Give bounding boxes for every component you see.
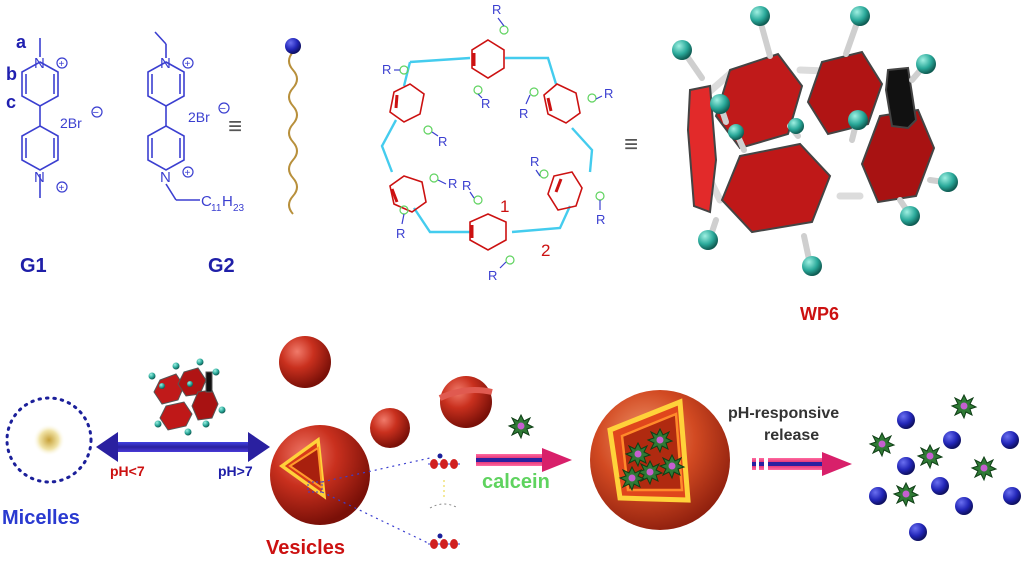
wp6-r-4: R (604, 86, 613, 101)
g1-label: G1 (20, 255, 47, 277)
g1-atom-c: c (6, 92, 16, 112)
vesicle-sphere-3 (438, 376, 493, 428)
g1-structure (21, 38, 68, 198)
wp6-r-5: R (530, 154, 539, 169)
g2-counterion: 2Br (188, 109, 210, 125)
g1-counterion-charge: − (93, 107, 99, 119)
g1-atom-b: b (6, 64, 17, 84)
wp6-small-model-icon (148, 358, 226, 436)
g2-chain-h-sub: 23 (233, 203, 245, 214)
g2-n-bottom: N (160, 169, 171, 186)
wp6-r-6: R (596, 212, 605, 227)
wp6-r-11: R (382, 62, 391, 77)
g2-plus-bottom: + (185, 168, 191, 179)
wp6-r-7: R (488, 268, 497, 283)
calcein-star-icon (508, 414, 534, 439)
base-label: pH>7 (218, 463, 253, 479)
calcein-arrow (476, 448, 572, 472)
bilayer-detail-top (428, 453, 460, 469)
equiv-symbol-2: ≡ (624, 131, 638, 158)
g2-chain-h: H (222, 193, 233, 210)
wp6-r-3: R (519, 106, 528, 121)
bilayer-detail-middle (429, 480, 459, 509)
ph-equilibrium-arrow (96, 432, 270, 462)
g2-structure (147, 31, 200, 201)
release-label-line2: release (764, 427, 819, 444)
wp6-r-1: R (492, 2, 501, 17)
loaded-vesicle-icon (590, 390, 730, 530)
released-products (869, 394, 1021, 541)
micelle-icon (5, 396, 93, 484)
g2-chain-c-sub: 11 (211, 203, 222, 214)
release-arrow (752, 452, 852, 476)
g1-counterion: 2Br (60, 115, 82, 131)
g2-chain-c: C (201, 193, 212, 210)
amphiphile-icon (285, 38, 301, 215)
g1-n-bottom: N (34, 169, 45, 186)
wp6-structure: R R R R R R R R R R R R 1 2 (380, 2, 613, 283)
vesicles-label: Vesicles (266, 537, 345, 559)
wp6-r-12: R (438, 134, 447, 149)
g2-label: G2 (208, 255, 235, 277)
vesicle-sphere-1 (279, 336, 331, 388)
release-label-line1: pH-responsive (728, 405, 839, 422)
g1-n-top: N (34, 55, 45, 72)
acid-label: pH<7 (110, 463, 145, 479)
g2-n-top: N (160, 55, 171, 72)
calcein-label: calcein (482, 471, 550, 493)
wp6-r-2: R (481, 96, 490, 111)
vesicle-icon (270, 425, 370, 525)
wp6-r-8: R (462, 178, 471, 193)
wp6-r-10: R (396, 226, 405, 241)
wp6-r-9: R (448, 176, 457, 191)
vesicle-sphere-2 (370, 408, 410, 448)
wp6-index-1: 1 (500, 197, 509, 216)
micelles-label: Micelles (2, 507, 80, 529)
wp6-index-2: 2 (541, 241, 550, 260)
wp6-3d-model-icon (672, 6, 958, 276)
zoom-lines (321, 457, 431, 545)
g1-atom-a: a (16, 32, 27, 52)
bilayer-detail-bottom (428, 533, 460, 549)
g2-counterion-charge: − (220, 103, 226, 115)
equiv-symbol-1: ≡ (228, 113, 242, 140)
g1-plus-bottom: + (59, 183, 65, 194)
g1-plus-top: + (59, 59, 65, 70)
wp6-label: WP6 (800, 304, 839, 324)
g2-plus-top: + (185, 59, 191, 70)
